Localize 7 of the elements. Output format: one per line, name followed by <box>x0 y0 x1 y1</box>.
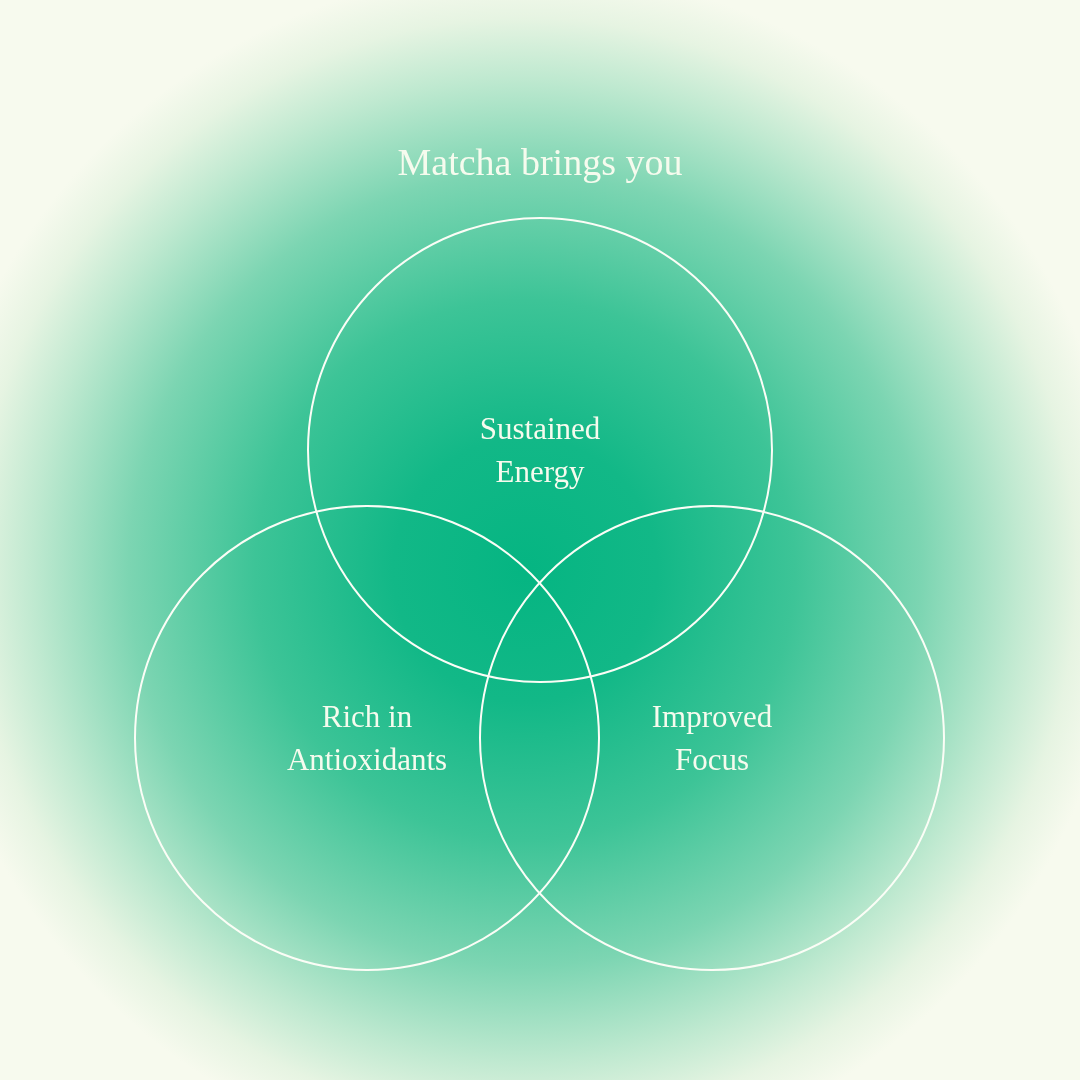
venn-circle <box>134 505 600 971</box>
circle-label: Improved Focus <box>650 698 774 779</box>
venn-circle <box>479 505 945 971</box>
circle-label: Sustained Energy <box>478 410 602 491</box>
circle-label: Rich in Antioxidants <box>285 698 449 779</box>
title: Matcha brings you <box>396 140 684 185</box>
venn-circle <box>307 217 773 683</box>
